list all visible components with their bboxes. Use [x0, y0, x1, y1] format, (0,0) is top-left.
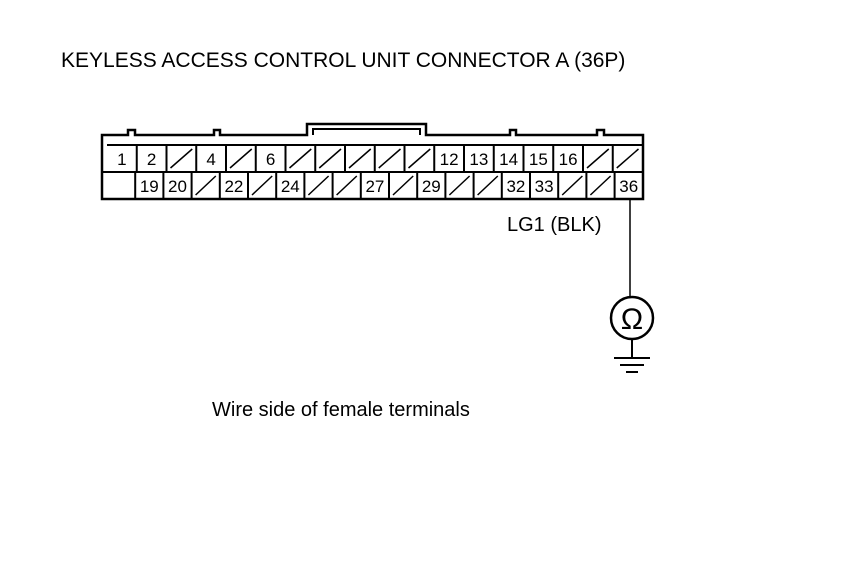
- unused-cavity-slash: [448, 175, 471, 196]
- terminal-4: 4: [206, 150, 215, 169]
- unused-cavity-slash: [336, 175, 358, 196]
- connector-outline: [100, 122, 645, 201]
- terminal-33: 33: [535, 177, 554, 196]
- terminal-27: 27: [365, 177, 384, 196]
- terminal-16: 16: [559, 150, 578, 169]
- unused-cavity-slash: [251, 175, 273, 196]
- unused-cavity-slash: [307, 175, 330, 196]
- unused-cavity-slash: [318, 148, 342, 169]
- terminal-14: 14: [499, 150, 518, 169]
- terminal-19: 19: [140, 177, 159, 196]
- terminal-view-caption: Wire side of female terminals: [212, 399, 470, 421]
- unused-cavity-slash: [170, 148, 193, 169]
- unused-cavity-slash: [561, 175, 583, 196]
- diagram-title: KEYLESS ACCESS CONTROL UNIT CONNECTOR A …: [61, 49, 625, 72]
- unused-cavity-slash: [408, 148, 431, 169]
- terminal-13: 13: [469, 150, 488, 169]
- unused-cavity-slash: [229, 148, 253, 169]
- terminal-2: 2: [147, 150, 156, 169]
- ground-icon: [614, 339, 650, 373]
- unused-cavity-slash: [392, 175, 414, 196]
- terminal-1: 1: [117, 150, 126, 169]
- terminal-20: 20: [168, 177, 187, 196]
- unused-cavity-slash: [589, 175, 612, 196]
- terminal-36: 36: [619, 177, 638, 196]
- terminal-24: 24: [281, 177, 300, 196]
- wire-color-label: LG1 (BLK): [507, 214, 601, 236]
- terminal-29: 29: [422, 177, 441, 196]
- terminal-12: 12: [440, 150, 459, 169]
- unused-cavity-slash: [348, 148, 372, 169]
- terminal-6: 6: [266, 150, 275, 169]
- unused-cavity-slash: [616, 148, 639, 169]
- connector-lock-tab: [312, 128, 421, 135]
- unused-cavity-slash: [378, 148, 401, 169]
- unused-cavity-slash: [195, 175, 217, 196]
- unused-cavity-slash: [289, 148, 312, 169]
- terminal-15: 15: [529, 150, 548, 169]
- ohm-symbol: Ω: [621, 303, 643, 336]
- unused-cavity-slash: [586, 148, 610, 169]
- terminal-32: 32: [506, 177, 525, 196]
- unused-cavity-slash: [477, 175, 499, 196]
- terminal-22: 22: [224, 177, 243, 196]
